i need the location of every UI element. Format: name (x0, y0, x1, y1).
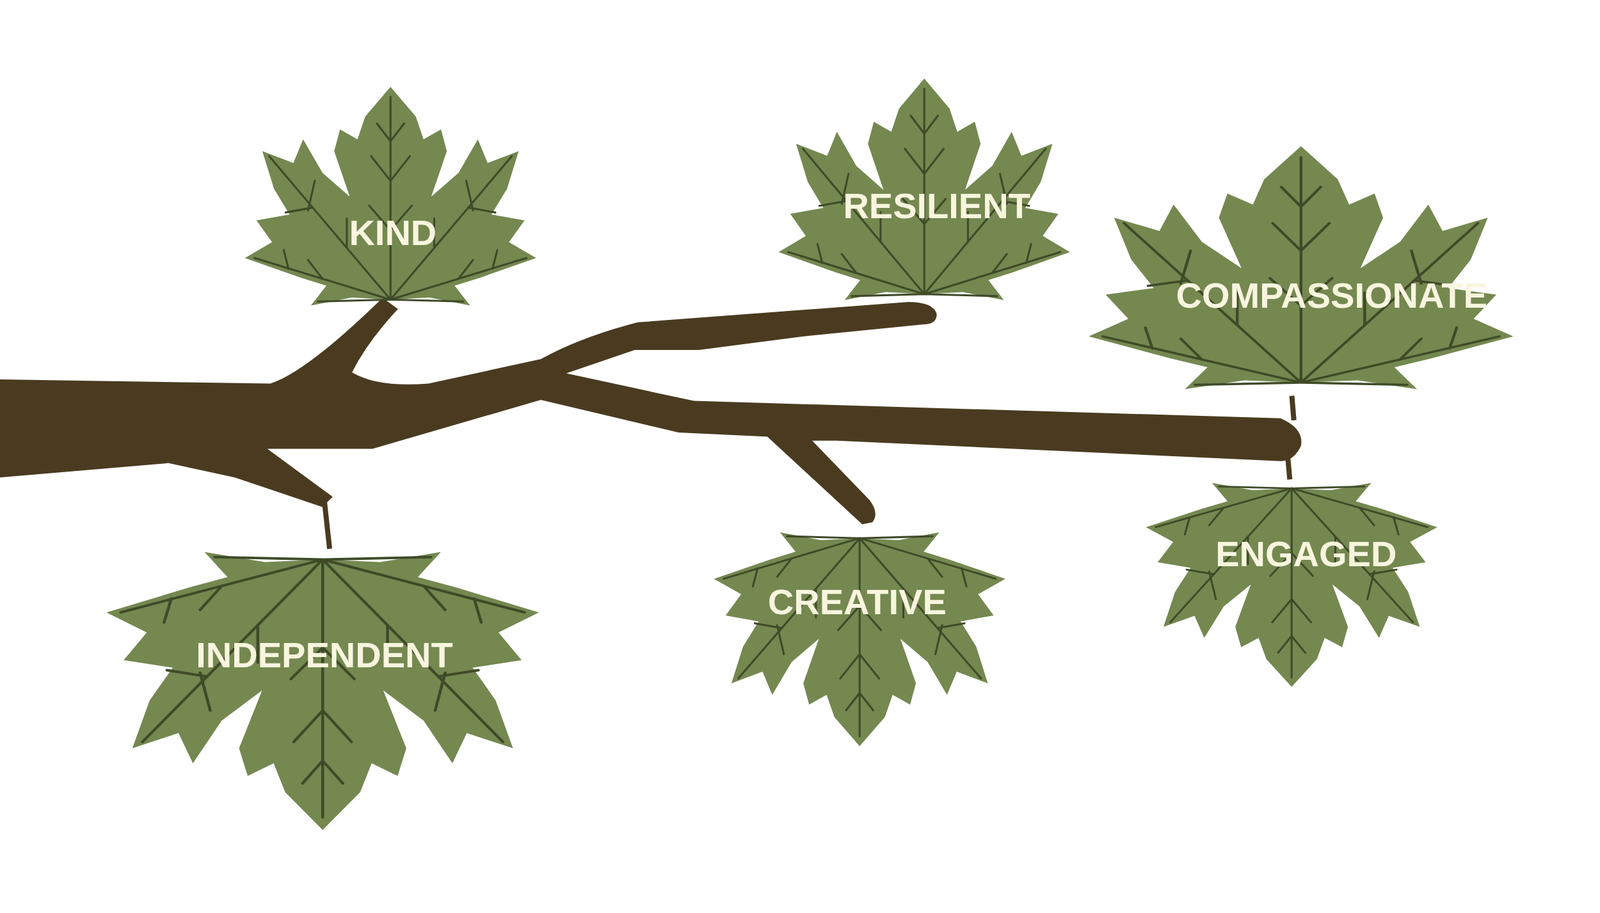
leaf-label: RESILIENT (842, 188, 1030, 224)
leaf-blade (106, 552, 539, 831)
leaf-veins (1155, 487, 1428, 679)
leaf-blade (1145, 483, 1437, 688)
leaf-label: COMPASSIONATE (1175, 277, 1487, 314)
leaf-shape (1081, 140, 1521, 397)
maple-leaf: INDEPENDENT (99, 544, 546, 837)
leaf-veins (1102, 157, 1499, 386)
leaf-veins (723, 536, 996, 737)
leaf-label: ENGAGED (1215, 536, 1397, 573)
leaf-veins (120, 557, 525, 818)
leaf-shape (1141, 477, 1442, 692)
leaf-label: CREATIVE (768, 584, 947, 621)
maple-leaf: CREATIVE (709, 526, 1010, 752)
leaf-blade (778, 78, 1070, 301)
maple-leaf: COMPASSIONATE (1081, 140, 1521, 397)
leaf-label: INDEPENDENT (195, 637, 453, 674)
leaf-shape (240, 81, 541, 312)
leaf-veins (787, 88, 1060, 296)
maple-leaf: ENGAGED (1141, 477, 1442, 692)
leaf-veins (254, 96, 527, 302)
leaf-stem (324, 396, 1295, 550)
leaf-label: KIND (348, 215, 437, 251)
leaf-blade (1088, 146, 1513, 390)
leaf-blade (714, 532, 1006, 747)
maple-leaf: RESILIENT (773, 73, 1075, 307)
maple-leaf: KIND (240, 81, 541, 312)
leaf-blade (244, 86, 536, 306)
leaf-shape (99, 544, 546, 837)
leaf-shape (709, 526, 1010, 752)
